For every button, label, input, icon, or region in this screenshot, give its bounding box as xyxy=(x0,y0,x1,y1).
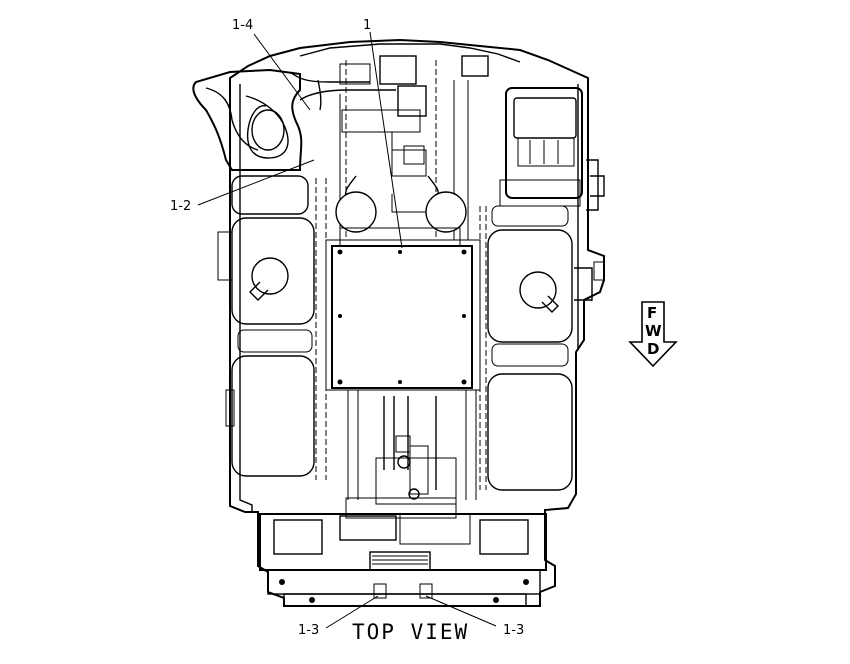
leader-1 xyxy=(369,31,403,249)
electronic-control-module xyxy=(499,87,605,211)
fwd-letter-d: D xyxy=(647,340,659,358)
callout-1-3-right: 1-3 xyxy=(503,623,524,638)
callout-1-3-left: 1-3 xyxy=(298,623,319,638)
left-head-covers xyxy=(217,175,327,480)
fwd-letter-w: W xyxy=(645,322,662,340)
callout-1-4: 1-4 xyxy=(232,18,253,33)
leader-1-3-left xyxy=(325,595,379,629)
front-gear-housing xyxy=(259,513,547,607)
leader-lines xyxy=(197,31,497,629)
leader-1-2 xyxy=(197,159,315,206)
view-title: TOP VIEW xyxy=(352,620,469,644)
leader-1-3-right xyxy=(425,595,497,627)
fwd-letter-f: F xyxy=(647,304,657,322)
right-head-covers xyxy=(479,205,605,491)
fwd-arrow-shape xyxy=(628,301,678,368)
central-valley-plate xyxy=(325,239,481,391)
engine-block-outline xyxy=(192,38,605,607)
forward-direction-arrow: F W D xyxy=(628,301,678,368)
lower-center-assembly xyxy=(345,390,477,519)
callout-1-2: 1-2 xyxy=(170,199,191,214)
twin-round-housings xyxy=(335,191,467,247)
leader-1-4 xyxy=(253,33,311,111)
callout-1: 1 xyxy=(363,18,371,33)
